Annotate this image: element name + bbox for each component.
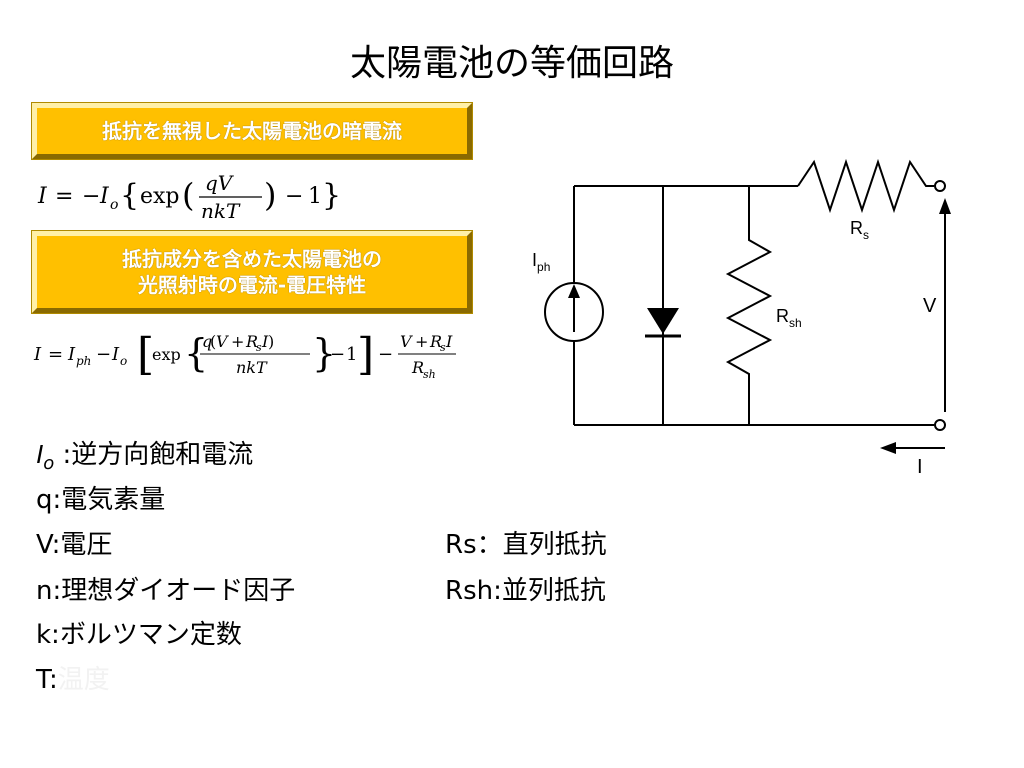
svg-text:sh: sh: [423, 368, 436, 381]
svg-text:nkT: nkT: [236, 358, 268, 377]
legend-q: q:電気素量: [36, 485, 166, 515]
svg-text:}: }: [322, 178, 341, 213]
svg-text:1: 1: [308, 184, 322, 209]
iph-label: Iph: [532, 250, 550, 274]
terminal-top: [934, 180, 946, 192]
svg-text:q: q: [202, 332, 212, 351]
svg-text:qV: qV: [205, 171, 235, 195]
legend-t: T:温度: [36, 663, 110, 697]
svg-text:−: −: [378, 344, 393, 365]
legend-n: n:理想ダイオード因子: [36, 576, 296, 606]
legend-io-symbol: I: [36, 439, 44, 469]
current-arrow: [880, 442, 945, 454]
terminal-bottom: [934, 419, 946, 431]
svg-text:R: R: [411, 358, 424, 377]
svg-text:o: o: [120, 354, 127, 368]
diode-symbol: [645, 308, 681, 338]
i-label: I: [917, 456, 923, 478]
dark-current-equation: I = − I o { exp ( qV nkT ) − 1 }: [37, 171, 341, 223]
svg-text:I: I: [67, 344, 76, 365]
svg-text:R: R: [429, 332, 442, 351]
legend-io: Io :逆方向飽和電流: [36, 437, 253, 481]
svg-text:V: V: [400, 332, 413, 351]
light-iv-banner-line1: 抵抗成分を含めた太陽電池の: [122, 247, 382, 271]
svg-text:exp: exp: [140, 184, 180, 209]
legend-t-desc: 温度: [57, 665, 110, 695]
shunt-resistor-rsh: [725, 186, 773, 425]
legend-v: V:電圧: [36, 530, 113, 560]
svg-text:V: V: [216, 332, 229, 351]
svg-text:nkT: nkT: [201, 199, 241, 223]
svg-text:I: I: [111, 344, 120, 365]
svg-text:): ): [264, 176, 276, 214]
svg-text:−: −: [330, 344, 345, 365]
svg-text:[: [: [137, 329, 154, 380]
svg-text:I: I: [99, 184, 110, 209]
svg-text:]: ]: [357, 329, 374, 380]
svg-text:s: s: [440, 341, 446, 354]
rs-label: Rs: [850, 218, 869, 242]
svg-text:(: (: [182, 176, 194, 214]
svg-text:(: (: [210, 332, 216, 351]
dark-current-banner-text: 抵抗を無視した太陽電池の暗電流: [102, 119, 402, 143]
svg-text:−: −: [82, 184, 100, 209]
svg-text:{: {: [120, 178, 139, 213]
legend-k: k:ボルツマン定数: [36, 620, 242, 650]
svg-text:−: −: [285, 184, 303, 209]
svg-text:=: =: [55, 184, 73, 209]
legend-t-prefix: T:: [36, 665, 58, 695]
dark-current-banner: 抵抗を無視した太陽電池の暗電流: [32, 103, 472, 159]
svg-text:R: R: [245, 332, 258, 351]
voltage-arrow: [939, 198, 951, 412]
legend-io-subscript: o: [43, 453, 55, 474]
svg-text:+: +: [231, 332, 244, 351]
svg-text:I: I: [261, 332, 269, 351]
page-title: 太陽電池の等価回路: [349, 43, 674, 84]
svg-text:−: −: [96, 344, 111, 365]
v-label: V: [923, 295, 937, 317]
rsh-label: Rsh: [776, 306, 802, 330]
current-source-symbol: [544, 282, 604, 342]
svg-text:=: =: [48, 344, 63, 365]
legend-rs: Rs：直列抵抗: [445, 530, 607, 560]
svg-text:o: o: [110, 197, 118, 213]
equivalent-circuit-diagram: Iph Rs Rsh V I: [532, 158, 951, 478]
svg-text:ph: ph: [76, 354, 91, 368]
svg-text:I: I: [445, 332, 453, 351]
legend-rsh: Rsh:並列抵抗: [445, 576, 606, 606]
legend-io-desc: :逆方向飽和電流: [54, 440, 254, 470]
svg-text:s: s: [256, 341, 262, 354]
svg-text:): ): [268, 332, 274, 351]
series-resistor-rs: [797, 158, 934, 214]
svg-text:}: }: [312, 331, 336, 375]
light-iv-banner-line2: 光照射時の電流-電圧特性: [137, 273, 367, 297]
light-iv-equation: I = I ph − I o [ exp { q ( V + R s I ) n…: [33, 329, 456, 381]
svg-text:1: 1: [346, 344, 357, 365]
svg-text:I: I: [37, 184, 48, 209]
svg-text:I: I: [33, 344, 42, 365]
svg-text:+: +: [415, 332, 428, 351]
svg-text:exp: exp: [152, 345, 181, 364]
svg-text:{: {: [184, 331, 208, 375]
light-iv-banner: 抵抗成分を含めた太陽電池の 光照射時の電流-電圧特性: [32, 231, 472, 313]
